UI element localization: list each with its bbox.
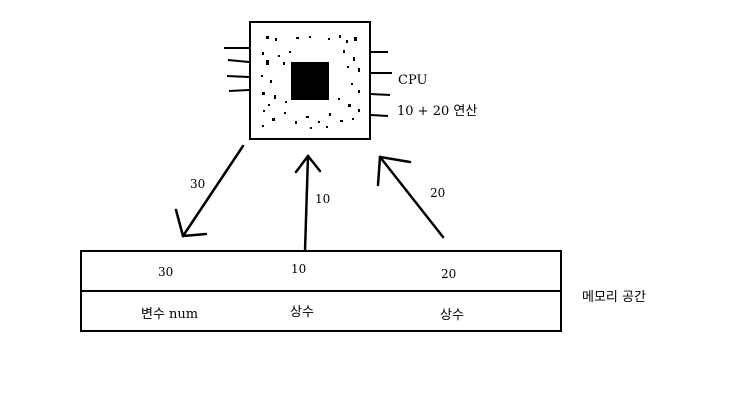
- memory-space-label: 메모리 공간: [582, 290, 646, 305]
- arrow-value-20-label: 20: [430, 186, 445, 200]
- cpu-chip: [224, 21, 392, 140]
- cpu-speckle-pattern: [261, 35, 360, 129]
- arrow-cpu-to-memory: [174, 144, 245, 238]
- memory-name-const-b: 상수: [440, 308, 464, 323]
- arrow-value-10-to-cpu: [294, 154, 322, 253]
- arrow-value-20-to-cpu: [376, 155, 445, 239]
- cpu-label: CPU: [398, 73, 427, 88]
- cpu-operation-label: 10 + 20 연산: [397, 104, 477, 119]
- arrow-value-10-label: 10: [315, 192, 330, 206]
- cpu-right-pins: [370, 51, 392, 117]
- memory-value-const-a: 10: [291, 262, 306, 276]
- memory-name-const-a: 상수: [290, 305, 314, 320]
- cpu-core: [291, 62, 329, 100]
- memory-value-const-b: 20: [441, 267, 456, 281]
- memory-value-num: 30: [158, 265, 173, 279]
- memory-table: 30 10 20 변수 num 상수 상수: [80, 250, 562, 332]
- memory-name-num: 변수 num: [141, 307, 198, 322]
- arrow-cpu-to-memory-label: 30: [190, 177, 205, 191]
- cpu-left-pins: [224, 47, 250, 92]
